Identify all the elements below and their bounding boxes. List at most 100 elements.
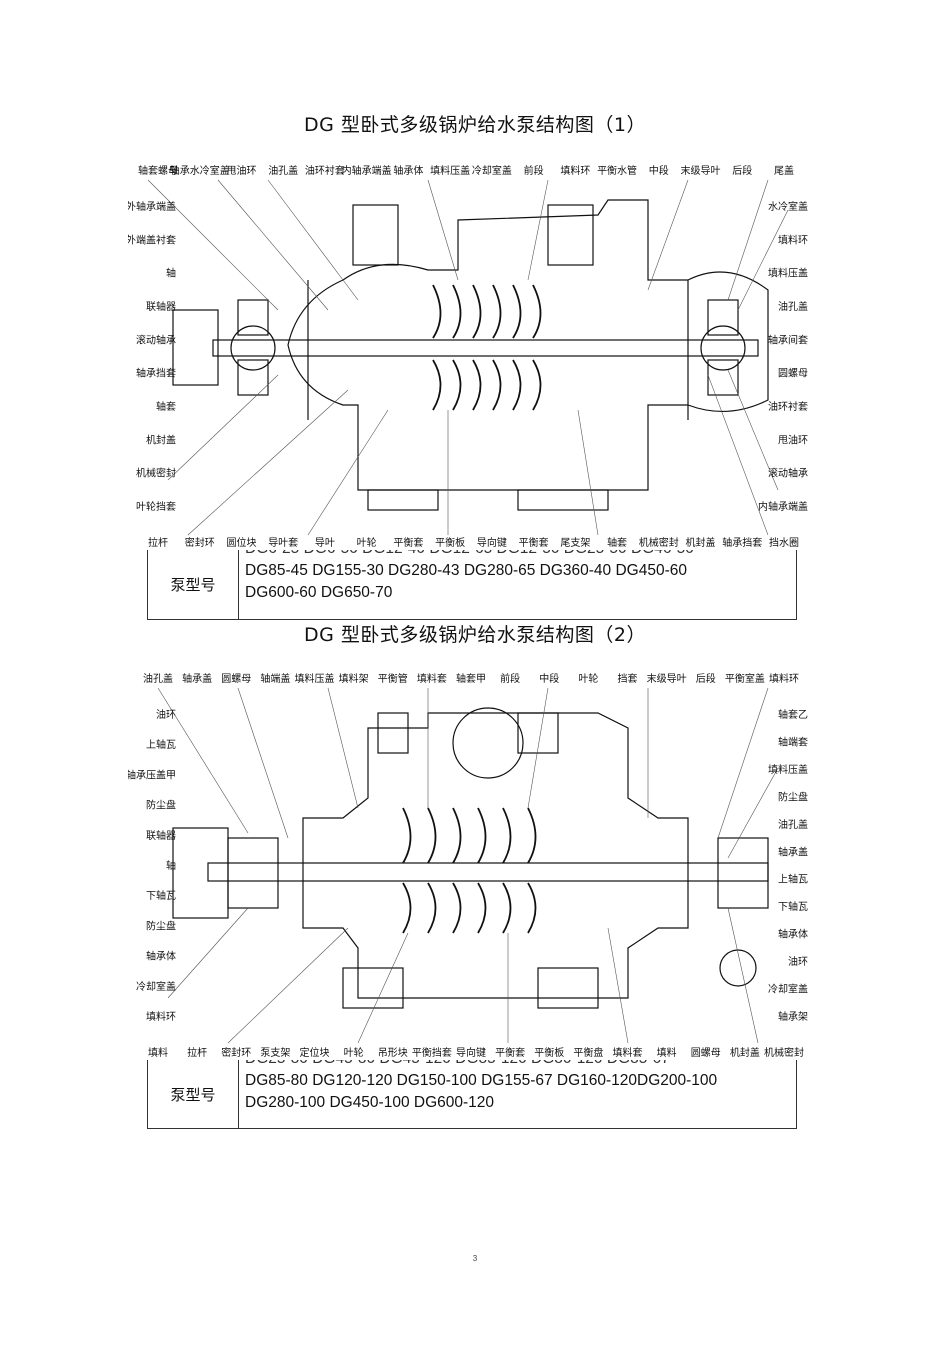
callout-label: 油孔盖 — [778, 818, 808, 831]
callout-label: 联轴器 — [146, 300, 176, 313]
callout-label: 冷却室盖 — [136, 980, 176, 993]
callout-label: 内轴承端盖 — [758, 500, 808, 513]
callout-label: 尾支架 — [560, 537, 590, 549]
callout-label: 导叶 — [315, 537, 335, 549]
callout-label: 轴套甲 — [456, 672, 486, 685]
callout-label: 密封环 — [221, 1046, 251, 1059]
callout-label: 平衡水管 — [597, 164, 637, 177]
callout-label: 圆螺母 — [221, 673, 251, 685]
callout-label: 填料环 — [146, 1010, 176, 1023]
callout-label: 轴套螺母 — [138, 164, 178, 177]
pump-drawing-2-svg: 油孔盖轴承盖圆螺母轴端盖填料压盖填料架平衡管填料套轴套甲前段中段叶轮挡套末级导叶… — [128, 672, 808, 1059]
callout-label: 滚动轴承 — [136, 333, 176, 346]
callout-label: 油环 — [156, 708, 176, 721]
callout-label: 轴承盖 — [778, 845, 808, 858]
callout-label: 填料压盖 — [768, 763, 808, 776]
callout-label: 泵支架 — [260, 1047, 290, 1059]
callout-label: 油孔盖 — [268, 164, 298, 177]
callout-label: 轴承架 — [778, 1010, 808, 1023]
page-number: 3 — [472, 1254, 478, 1263]
callout-label: 下轴瓦 — [146, 889, 176, 902]
callout-label: 上轴瓦 — [146, 738, 176, 751]
callout-label: 平衡套 — [495, 1046, 525, 1059]
callout-label: 填料环 — [769, 672, 799, 685]
callout-label: 机封盖 — [146, 433, 176, 446]
callout-label: 机械密封 — [639, 536, 679, 549]
figure-2-title: DG 型卧式多级锅炉给水泵结构图（2） — [304, 624, 646, 646]
callout-label: 轴套 — [156, 400, 176, 413]
pump-model-line: DG85-45 DG155-30 DG280-43 DG280-65 DG360… — [245, 562, 687, 579]
callout-label: 填料 — [657, 1046, 677, 1059]
callout-label: 油环衬套 — [305, 164, 345, 177]
pump-structure-drawing-2: 油孔盖轴承盖圆螺母轴端盖填料压盖填料架平衡管填料套轴套甲前段中段叶轮挡套末级导叶… — [128, 668, 814, 1060]
callout-label: 填料 — [148, 1046, 168, 1059]
callout-label: 中段 — [649, 164, 669, 177]
callout-label: 前段 — [500, 672, 520, 685]
callout-label: 平衡室盖 — [725, 672, 765, 685]
pump-drawing-1-svg: 轴套螺母轴承水冷室盖甩油环油孔盖油环衬套内轴承端盖轴承体填料压盖冷却室盖前段填料… — [128, 164, 808, 549]
callout-label: 挡套 — [618, 672, 638, 685]
callout-label: 轴端套 — [778, 735, 808, 748]
callout-label: 联轴器 — [146, 829, 176, 842]
pump-model-list: DG25-80 DG45-80 DG45-120 DG85-120 DG80-1… — [239, 1060, 796, 1128]
callout-label: 滚动轴承 — [768, 467, 808, 480]
callout-label: 后段 — [696, 672, 716, 685]
callout-label: 导向键 — [456, 1046, 486, 1059]
callout-label: 尾盖 — [774, 164, 794, 177]
pump-model-list: DG6-25 DG6-50 DG12-40 DG12-65 DG12-50 DG… — [239, 550, 796, 619]
callout-label: 叶轮 — [344, 1046, 364, 1059]
pump-model-table-1: 泵型号 DG6-25 DG6-50 DG12-40 DG12-65 DG12-5… — [147, 550, 797, 620]
table-header-pump-model: 泵型号 — [148, 550, 239, 619]
pump-model-line: DG85-80 DG120-120 DG150-100 DG155-67 DG1… — [245, 1072, 718, 1089]
callout-label: 机封盖 — [686, 536, 716, 549]
pump-model-line: DG280-100 DG450-100 DG600-120 — [245, 1094, 495, 1111]
callout-label: 填料环 — [560, 164, 590, 177]
pump-model-cut-line: DG25-80 DG45-80 DG45-120 DG85-120 DG80-1… — [245, 1060, 670, 1070]
callout-label: 内轴承端盖 — [342, 164, 392, 177]
callout-label: 轴承水冷室盖 — [170, 164, 230, 177]
callout-label: 轴 — [166, 267, 176, 280]
callout-label: 圆位块 — [226, 536, 256, 549]
callout-label: 油环 — [788, 955, 808, 968]
callout-label: 上轴瓦 — [778, 873, 808, 886]
callout-label: 拉杆 — [187, 1046, 207, 1059]
callout-label: 叶轮 — [357, 536, 377, 549]
callout-label: 拉杆 — [148, 536, 168, 549]
callout-label: 冷却室盖 — [768, 983, 808, 996]
callout-label: 防尘盘 — [146, 799, 176, 812]
callout-label: 机封盖 — [730, 1046, 760, 1059]
callout-label: 圆螺母 — [778, 368, 808, 380]
callout-label: 填料压盖 — [768, 267, 808, 280]
callout-label: 叶轮挡套 — [136, 500, 176, 513]
figure-1-title: DG 型卧式多级锅炉给水泵结构图（1） — [304, 114, 646, 136]
callout-label: 轴承间套 — [768, 333, 808, 346]
callout-label: 甩油环 — [778, 433, 808, 446]
callout-label: 下轴瓦 — [778, 900, 808, 913]
callout-label: 轴承挡套 — [136, 367, 176, 380]
callout-label: 轴承体 — [393, 164, 423, 177]
callout-label: 叶轮 — [578, 672, 598, 685]
callout-label: 水冷室盖 — [768, 200, 808, 213]
callout-label: 导叶套 — [268, 536, 298, 549]
callout-label: 油孔盖 — [143, 672, 173, 685]
callout-label: 密封环 — [185, 536, 215, 549]
callout-label: 轴承盖 — [182, 672, 212, 685]
callout-label: 填料压盖 — [295, 672, 335, 685]
pump-structure-drawing-1: 轴套螺母轴承水冷室盖甩油环油孔盖油环衬套内轴承端盖轴承体填料压盖冷却室盖前段填料… — [128, 160, 814, 550]
callout-label: 填料套 — [417, 672, 447, 685]
callout-label: 轴套乙 — [778, 708, 808, 721]
callout-label: 机械密封 — [764, 1046, 804, 1059]
callout-label: 前段 — [524, 164, 544, 177]
callout-label: 油环衬套 — [768, 400, 808, 413]
callout-label: 甩油环 — [226, 164, 256, 177]
callout-label: 平衡盘 — [573, 1046, 603, 1059]
callout-label: 防尘盘 — [778, 790, 808, 803]
callout-label: 外端盖衬套 — [128, 233, 176, 246]
callout-label: 机械密封 — [136, 467, 176, 480]
table-header-pump-model: 泵型号 — [148, 1060, 239, 1128]
callout-label: 外轴承端盖 — [128, 200, 176, 213]
callout-label: 末级导叶 — [681, 164, 721, 177]
callout-label: 轴承体 — [778, 928, 808, 941]
callout-label: 轴承压盖甲 — [128, 768, 176, 781]
callout-label: 填料环 — [778, 233, 808, 246]
